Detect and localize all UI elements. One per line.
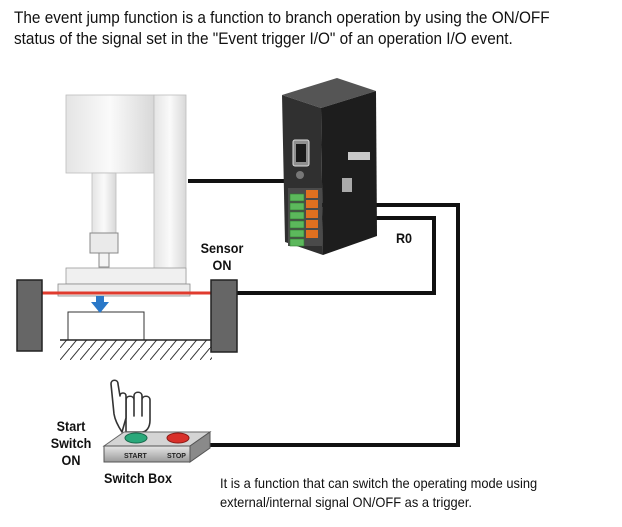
sensor-label: Sensor ON (195, 240, 249, 274)
terminal-block-orange (306, 190, 318, 238)
sensor-emitter (16, 279, 43, 352)
press-machine (57, 94, 212, 360)
sensor-state-text: ON (212, 257, 232, 273)
terminal-block-green (289, 193, 305, 247)
start-switch-line2: Switch (50, 435, 92, 451)
sensor-receiver (210, 279, 238, 353)
stop-button[interactable] (166, 432, 190, 444)
start-switch-line1: Start (56, 418, 86, 434)
stop-button-label: STOP (167, 453, 186, 460)
start-switch-state: ON (61, 452, 81, 468)
wire-sensor-to-controller (237, 216, 436, 295)
hand-pointer-icon (110, 379, 151, 433)
start-switch-label: Start Switch ON (43, 418, 99, 469)
switch-box: START STOP (102, 431, 212, 463)
controller-device (282, 78, 377, 255)
switch-box-label: Switch Box (104, 470, 172, 486)
wire-switchbox-to-controller (208, 203, 460, 447)
intro-text: The event jump function is a function to… (14, 9, 550, 48)
start-button[interactable] (124, 432, 148, 444)
note-text: It is a function that can switch the ope… (220, 475, 538, 510)
down-arrow-icon (91, 296, 109, 313)
start-button-label: START (124, 453, 148, 460)
r0-label: R0 (395, 230, 413, 246)
sensor-label-text: Sensor (200, 240, 244, 256)
signal-wires (188, 179, 460, 447)
